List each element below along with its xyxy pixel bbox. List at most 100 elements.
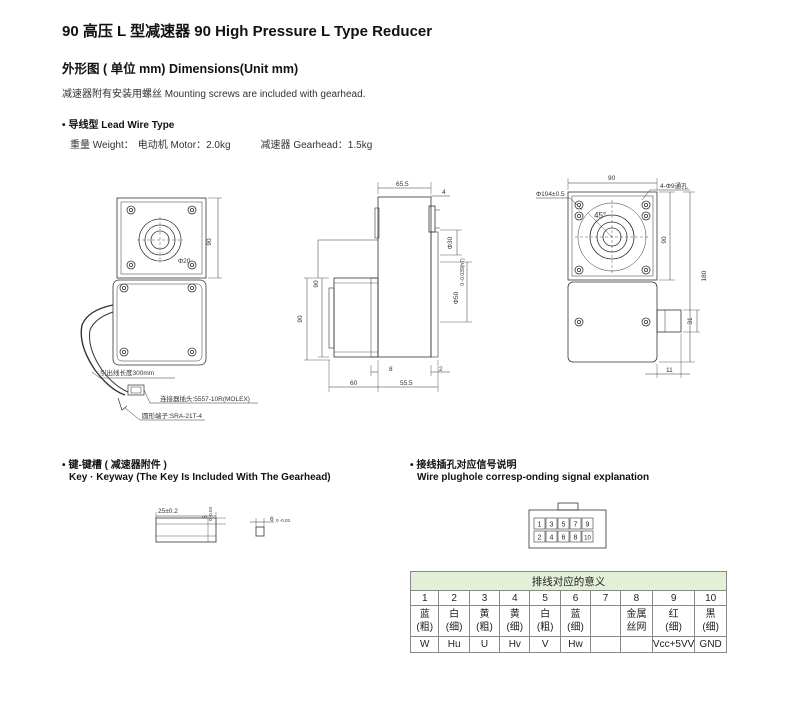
- top-dim-90-right: 90: [661, 236, 668, 244]
- signal-code-cell: U: [468, 636, 501, 653]
- signal-number-cell: 1: [409, 590, 440, 606]
- lead-length-label: 引出线长度300mm: [100, 368, 154, 377]
- signal-number-cell: 5: [529, 590, 561, 606]
- signal-number-cell: 3: [468, 590, 501, 606]
- wire-color: 黄: [509, 609, 520, 620]
- pin-8: 8: [574, 535, 578, 542]
- weight-label: 重量 Weight：: [70, 140, 134, 151]
- side-view-drawing: [304, 182, 472, 392]
- front-view-drawing: [80, 197, 258, 421]
- page-title: 90 高压 L 型减速器 90 High Pressure L Type Red…: [62, 23, 433, 40]
- wire-gauge: (细): [665, 622, 682, 633]
- top-dim-31: 31: [687, 317, 694, 325]
- signal-number-cell: 6: [559, 590, 592, 606]
- key-dim-6b: 6: [270, 516, 274, 523]
- wire-gauge: (细): [506, 622, 524, 633]
- wire-gauge: (细): [702, 622, 719, 633]
- signal-code-cell: Hw: [559, 636, 592, 653]
- signal-code-cell: [590, 636, 621, 653]
- side-dim-phi50-tolerance: 0 -0.039(h7): [460, 258, 466, 286]
- side-dim-90a: 90: [313, 280, 320, 288]
- side-dim-8: 8: [389, 366, 393, 373]
- signal-code-cell: GND: [694, 636, 727, 653]
- connector-label: 连接器插头:5557-10R(MOLEX): [160, 394, 250, 403]
- wire-color: 黑: [705, 609, 716, 620]
- signal-number-cell: 10: [694, 590, 727, 606]
- signal-code-cell: [619, 636, 653, 653]
- top-dim-11: 11: [666, 367, 673, 374]
- top-view-drawing: [536, 178, 700, 378]
- wire-color: 白: [540, 609, 551, 620]
- top-dim-180: 180: [701, 270, 708, 281]
- bullet-icon: •: [410, 460, 414, 471]
- pin-3: 3: [550, 522, 554, 529]
- weight-line: 重量 Weight：电动机 Motor：2.0kg 减速器 Gearhead：1.…: [70, 136, 376, 151]
- bullet-icon: •: [62, 460, 66, 471]
- side-dim-90b: 90: [297, 315, 304, 323]
- signal-table-title: 排线对应的意义: [410, 571, 727, 591]
- signal-code-cell: Vcc+5VV: [651, 636, 696, 653]
- signal-color-cell: 黑 (细): [694, 605, 727, 637]
- signal-code-cell: Hv: [499, 636, 531, 653]
- side-dim-65-5: 65.5: [396, 181, 409, 188]
- front-dim-phi20: Φ20: [178, 258, 191, 265]
- wire-gauge: 丝网: [626, 622, 647, 633]
- wire-gauge: (细): [445, 622, 463, 633]
- signal-code-cell: W: [409, 636, 440, 653]
- side-dim-phi30: Φ30: [447, 236, 454, 249]
- key-drawing: [155, 512, 274, 543]
- motor-weight: 电动机 Motor：2.0kg: [137, 140, 231, 151]
- signal-number-cell: 7: [590, 590, 621, 606]
- top-dim-45: 45°: [594, 211, 606, 220]
- signal-number-cell: 8: [619, 590, 653, 606]
- side-dim-4: 4: [442, 189, 446, 196]
- pin-1: 1: [538, 522, 542, 529]
- signal-color-cell: 黄 (细): [499, 605, 531, 637]
- signal-code-cell: Hu: [438, 636, 470, 653]
- side-dim-60: 60: [350, 380, 358, 387]
- signal-color-cell: 白 (细): [438, 605, 470, 637]
- signal-color-cell: [590, 605, 621, 637]
- wire-color: 蓝: [419, 609, 430, 620]
- pin-4: 4: [550, 535, 554, 542]
- signal-color-cell: 白(粗): [529, 605, 561, 637]
- key-dim-6a-tolerance: 0 -0.03: [208, 507, 213, 522]
- key-subheading: Key · Keyway (The Key Is Included With T…: [69, 472, 331, 483]
- connector-drawing: [528, 502, 607, 549]
- dimensions-heading: 外形图 ( 单位 mm) Dimensions(Unit mm): [62, 62, 299, 76]
- signal-code-cell: V: [529, 636, 561, 653]
- wire-color: 黄: [479, 609, 490, 620]
- wire-color: 金属: [626, 609, 647, 620]
- signal-color-cell: 蓝 (细): [559, 605, 592, 637]
- key-dim-25: 25±0.2: [158, 508, 178, 515]
- lead-wire-heading: •导线型 Lead Wire Type: [62, 120, 175, 131]
- signal-color-cell: 蓝(粗): [409, 605, 440, 637]
- top-dim-90: 90: [608, 175, 616, 182]
- pin-2: 2: [538, 535, 542, 542]
- signal-number-cell: 9: [651, 590, 696, 606]
- signal-table-color-row: 蓝(粗) 白 (细) 黄 (粗) 黄 (细) 白(粗) 蓝 (细) 金属丝网 红 (细) 黑 (细): [409, 605, 727, 637]
- wire-color: 红: [668, 609, 679, 620]
- wire-gauge: (细): [567, 622, 584, 633]
- terminal-label: 圆形端子:SRA-21T-4: [142, 411, 202, 420]
- signal-color-cell: 金属丝网: [619, 605, 653, 637]
- side-dim-55-5: 55.5: [400, 380, 413, 387]
- wire-color: 白: [449, 609, 460, 620]
- signal-color-cell: 红 (细): [651, 605, 696, 637]
- pin-5: 5: [562, 522, 566, 529]
- key-dim-6b-tolerance: 0 -0.03: [276, 518, 291, 523]
- wire-color: 蓝: [570, 609, 581, 620]
- bullet-icon: •: [62, 120, 66, 131]
- gearhead-weight: 减速器 Gearhead：1.5kg: [260, 140, 373, 151]
- key-heading: •键-键槽 ( 减速器附件 ): [62, 460, 167, 471]
- side-dim-2: 2: [439, 366, 443, 373]
- pin-10: 10: [584, 536, 591, 542]
- pin-7: 7: [574, 522, 578, 529]
- wire-heading: •接线插孔对应信号说明: [410, 460, 517, 471]
- wire-gauge: (粗): [476, 622, 493, 633]
- mounting-note: 减速器附有安装用螺丝 Mounting screws are included …: [62, 89, 366, 100]
